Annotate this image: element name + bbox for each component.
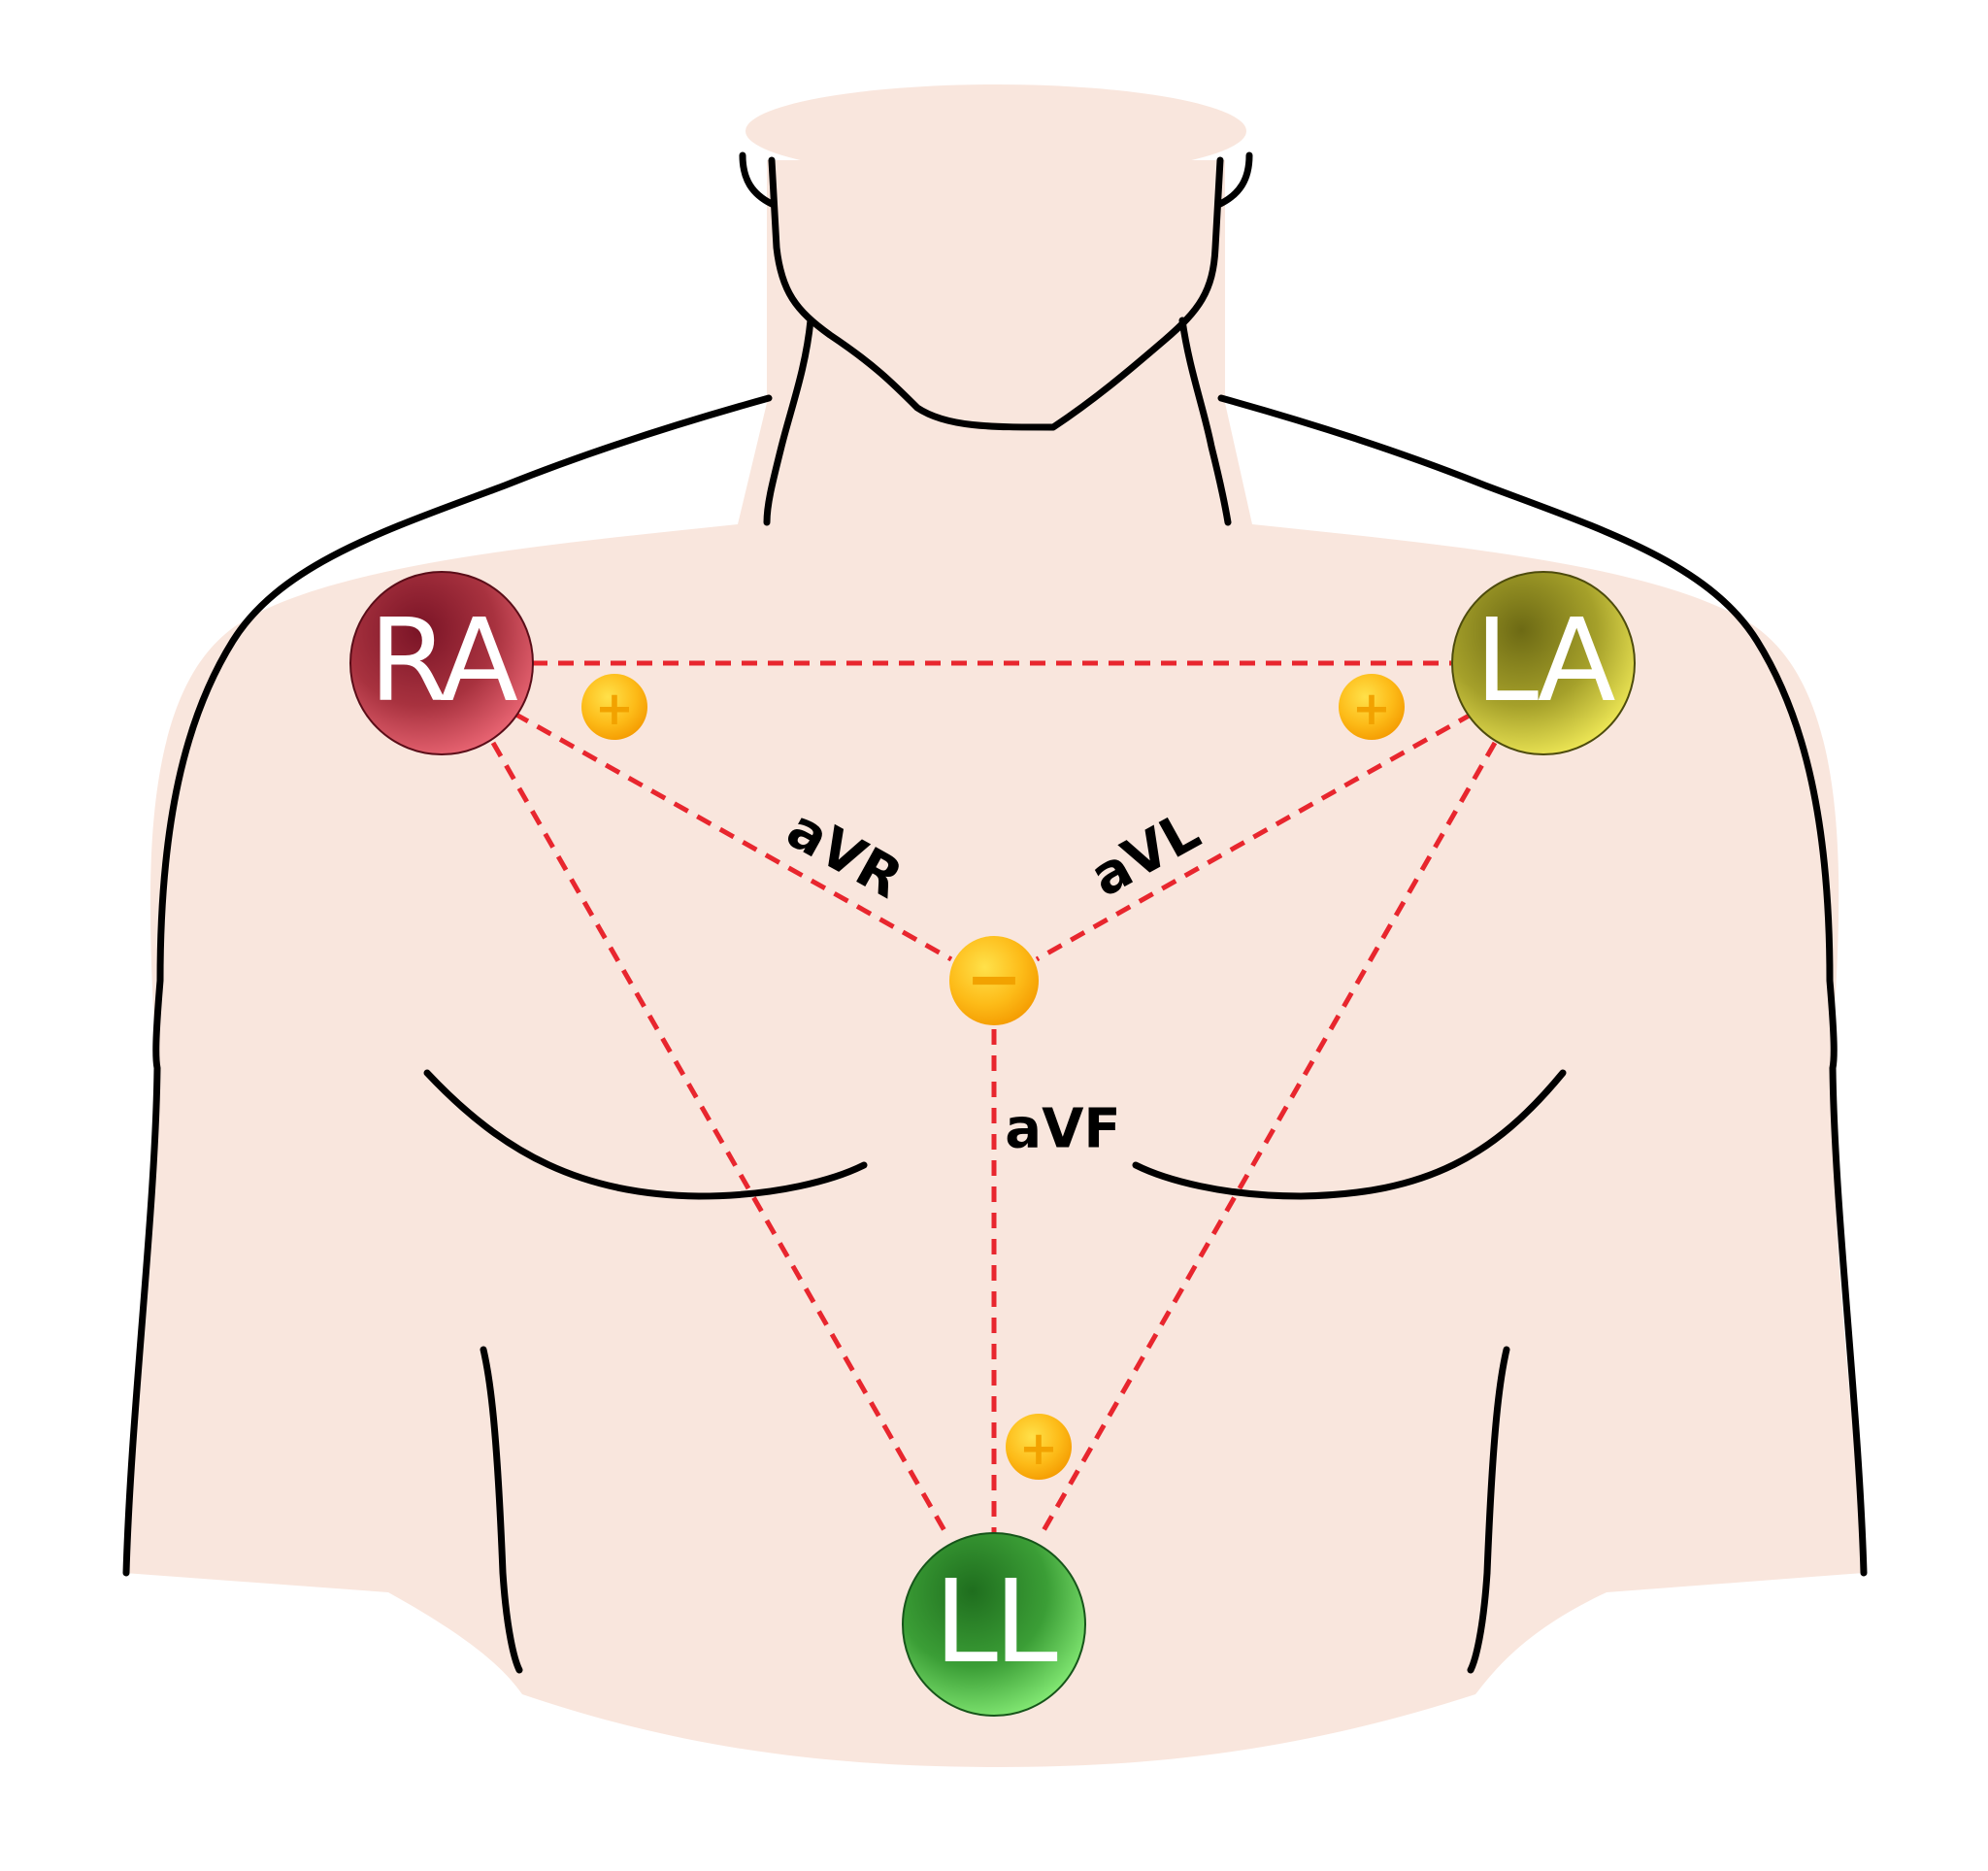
neck-left-outline [763,317,814,526]
left-shoulder-arm-outline [1217,394,1868,1577]
electrode-label-la: LA [1474,593,1614,727]
torso-outline [122,151,1868,1674]
lead-line-ra-ll [490,741,949,1536]
plus-sign: + [1352,682,1391,736]
right-ear-outline [1216,151,1253,208]
left-pectoral-outline [1132,1069,1567,1200]
electrode-la: LA [1451,571,1636,755]
lead-lines [490,660,1498,1536]
right-inner-arm-outline [480,1346,523,1674]
electrode-label-ll: LL [934,1554,1058,1688]
lead-label-avf: aVF [1005,1098,1120,1161]
right-pectoral-outline [423,1069,868,1200]
lead-line-ra-center [513,711,953,962]
plus-sign: + [1019,1421,1058,1476]
left-inner-arm-outline [1467,1346,1510,1674]
electrode-ra: RA [349,571,534,755]
electrode-ll: LL [902,1532,1086,1717]
jaw-outline [768,156,1224,431]
plus-sign: + [595,682,634,736]
minus-sign: − [966,939,1023,1019]
lead-labels: aVR aVL aVF [777,797,1210,1160]
electrode-label-ra: RA [369,593,517,727]
terminal-negative-center: − [949,936,1039,1025]
lead-line-la-center [1035,711,1474,962]
right-shoulder-arm-outline [122,394,773,1577]
lead-line-la-ll [1039,741,1498,1536]
terminal-positive-la: + [1339,674,1405,740]
left-ear-outline [739,151,776,208]
neck-right-outline [1178,317,1232,526]
terminal-positive-ll: + [1006,1414,1072,1480]
terminal-positive-ra: + [581,674,647,740]
